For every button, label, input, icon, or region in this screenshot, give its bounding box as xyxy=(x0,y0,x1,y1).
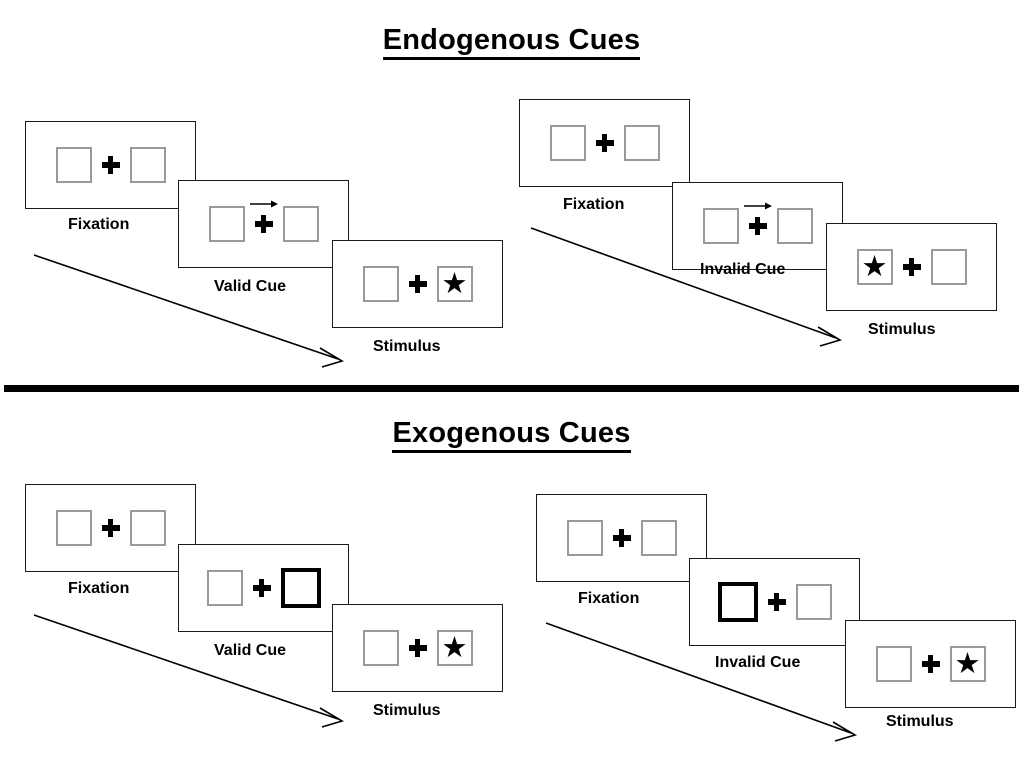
box-left-cued[interactable] xyxy=(717,582,758,622)
flow-arrow-exogenous-invalid xyxy=(545,622,857,742)
box-left[interactable] xyxy=(208,206,245,242)
panel-endogenous-invalid-cue[interactable] xyxy=(672,182,843,270)
arrow-right-icon xyxy=(249,200,278,208)
fixation-cross-icon xyxy=(249,200,278,233)
panel-endogenous-invalid-stimulus[interactable]: ★ xyxy=(826,223,997,311)
panel-content xyxy=(702,202,813,244)
panel-label-exogenous-invalid-fixation: Fixation xyxy=(578,590,640,607)
panel-endogenous-valid-fixation[interactable] xyxy=(25,121,196,209)
fixation-cross-icon xyxy=(101,519,120,537)
star-icon: ★ xyxy=(861,250,888,283)
box-left[interactable] xyxy=(549,125,586,161)
box-right[interactable]: ★ xyxy=(436,630,473,666)
panel-content: ★ xyxy=(362,266,473,302)
panel-content: ★ xyxy=(362,630,473,666)
box-left[interactable] xyxy=(702,208,739,244)
box-right[interactable] xyxy=(129,510,166,546)
panel-label-endogenous-valid-cue: Valid Cue xyxy=(214,278,287,295)
panel-endogenous-invalid-fixation[interactable] xyxy=(519,99,690,187)
panel-label-endogenous-valid-stimulus: Stimulus xyxy=(373,338,441,355)
box-right[interactable] xyxy=(282,206,319,242)
box-right[interactable] xyxy=(640,520,677,556)
panel-exogenous-invalid-stimulus[interactable]: ★ xyxy=(845,620,1016,708)
flow-arrow-exogenous-valid xyxy=(33,614,344,728)
panel-label-exogenous-valid-stimulus: Stimulus xyxy=(373,702,441,719)
box-right[interactable] xyxy=(795,584,832,620)
star-icon: ★ xyxy=(441,267,468,300)
panel-label-endogenous-invalid-fixation: Fixation xyxy=(563,196,625,213)
flow-arrow-endogenous-invalid xyxy=(530,227,842,347)
panel-label-endogenous-valid-fixation: Fixation xyxy=(68,216,130,233)
box-right[interactable]: ★ xyxy=(949,646,986,682)
fixation-cross-icon xyxy=(902,258,921,276)
fixation-cross-icon xyxy=(595,134,614,152)
arrow-right-icon xyxy=(743,202,772,210)
section-title-exogenous: Exogenous Cues xyxy=(0,417,1023,453)
panel-label-endogenous-invalid-stimulus: Stimulus xyxy=(868,321,936,338)
panel-exogenous-valid-cue[interactable] xyxy=(178,544,349,632)
box-right[interactable] xyxy=(930,249,967,285)
panel-endogenous-valid-cue[interactable] xyxy=(178,180,349,268)
panel-content: ★ xyxy=(875,646,986,682)
fixation-cross-icon xyxy=(101,156,120,174)
fixation-cross-icon xyxy=(767,593,786,611)
section-divider xyxy=(4,385,1019,392)
panel-content xyxy=(55,510,166,546)
box-left[interactable] xyxy=(55,510,92,546)
box-right[interactable] xyxy=(129,147,166,183)
panel-exogenous-valid-stimulus[interactable]: ★ xyxy=(332,604,503,692)
panel-label-exogenous-invalid-cue: Invalid Cue xyxy=(715,654,801,671)
panel-exogenous-invalid-fixation[interactable] xyxy=(536,494,707,582)
panel-exogenous-invalid-cue[interactable] xyxy=(689,558,860,646)
section-title-endogenous: Endogenous Cues xyxy=(0,24,1023,60)
panel-content xyxy=(208,200,319,242)
box-left[interactable]: ★ xyxy=(856,249,893,285)
box-left[interactable] xyxy=(55,147,92,183)
fixation-cross-icon xyxy=(612,529,631,547)
fixation-cross-icon xyxy=(921,655,940,673)
box-right[interactable] xyxy=(623,125,660,161)
panel-content xyxy=(55,147,166,183)
panel-content xyxy=(566,520,677,556)
box-right[interactable] xyxy=(776,208,813,244)
star-icon: ★ xyxy=(954,647,981,680)
panel-content xyxy=(549,125,660,161)
panel-content xyxy=(206,568,321,608)
panel-label-exogenous-invalid-stimulus: Stimulus xyxy=(886,713,954,730)
box-left[interactable] xyxy=(875,646,912,682)
fixation-cross-icon xyxy=(408,275,427,293)
box-left[interactable] xyxy=(362,630,399,666)
panel-endogenous-valid-stimulus[interactable]: ★ xyxy=(332,240,503,328)
panel-content: ★ xyxy=(856,249,967,285)
box-left[interactable] xyxy=(362,266,399,302)
panel-label-exogenous-valid-cue: Valid Cue xyxy=(214,642,287,659)
section-title-endogenous-text: Endogenous Cues xyxy=(382,24,641,60)
star-icon: ★ xyxy=(441,631,468,664)
fixation-cross-icon xyxy=(252,579,271,597)
box-right-cued[interactable] xyxy=(280,568,321,608)
box-left[interactable] xyxy=(206,570,243,606)
flow-arrow-endogenous-valid xyxy=(33,254,344,368)
section-title-exogenous-text: Exogenous Cues xyxy=(392,417,631,453)
panel-exogenous-valid-fixation[interactable] xyxy=(25,484,196,572)
panel-content xyxy=(717,582,832,622)
fixation-cross-icon xyxy=(408,639,427,657)
panel-label-exogenous-valid-fixation: Fixation xyxy=(68,580,130,597)
box-left[interactable] xyxy=(566,520,603,556)
fixation-cross-icon xyxy=(743,202,772,235)
box-right[interactable]: ★ xyxy=(436,266,473,302)
panel-label-endogenous-invalid-cue: Invalid Cue xyxy=(700,261,786,278)
